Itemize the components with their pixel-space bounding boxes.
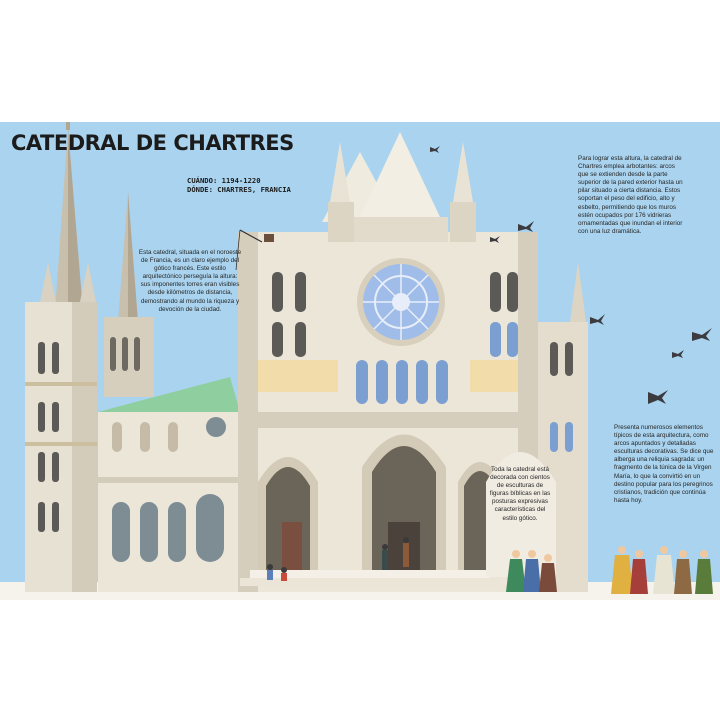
visitors bbox=[267, 537, 409, 581]
nave bbox=[98, 377, 243, 592]
pilgrim-figure bbox=[695, 550, 713, 594]
pilgrim-figure bbox=[611, 546, 633, 594]
pilgrim-figure bbox=[539, 554, 557, 592]
bird-icon bbox=[672, 350, 684, 358]
birds bbox=[430, 146, 712, 404]
pilgrims bbox=[506, 546, 713, 594]
north-tower bbox=[25, 122, 97, 592]
page-title: CATEDRAL DE CHARTRES bbox=[11, 131, 294, 155]
pilgrim-figure bbox=[506, 550, 526, 592]
crane bbox=[235, 229, 274, 271]
bird-icon bbox=[692, 328, 712, 341]
pilgrim-figure bbox=[523, 550, 541, 592]
elements-paragraph: Presenta numerosos elementos típicos de … bbox=[614, 424, 714, 504]
bird-icon bbox=[518, 221, 534, 232]
intro-paragraph: Esta catedral, situada en el noroeste de… bbox=[138, 249, 242, 313]
book-spread: CATEDRAL DE CHARTRES CUÁNDO: 1194-1220 D… bbox=[0, 122, 720, 600]
bird-icon bbox=[490, 236, 500, 243]
pilgrim-figure bbox=[630, 550, 648, 594]
when-label: CUÁNDO: 1194-1220 bbox=[187, 176, 261, 185]
pilgrim-figure bbox=[653, 546, 675, 594]
crossing-spire bbox=[104, 192, 154, 397]
height-paragraph: Para lograr esta altura, la catedral de … bbox=[578, 155, 683, 235]
where-label: DÓNDE: CHARTRES, FRANCIA bbox=[187, 185, 291, 194]
sculptures-paragraph: Toda la catedral está decorada con cient… bbox=[489, 466, 551, 522]
bird-icon bbox=[430, 146, 440, 153]
bird-icon bbox=[648, 390, 668, 404]
portal-callout bbox=[486, 452, 556, 577]
cathedral-illustration bbox=[0, 122, 720, 600]
bird-icon bbox=[590, 314, 605, 325]
pilgrim-figure bbox=[674, 550, 692, 594]
date-location: CUÁNDO: 1194-1220 DÓNDE: CHARTRES, FRANC… bbox=[187, 176, 291, 194]
